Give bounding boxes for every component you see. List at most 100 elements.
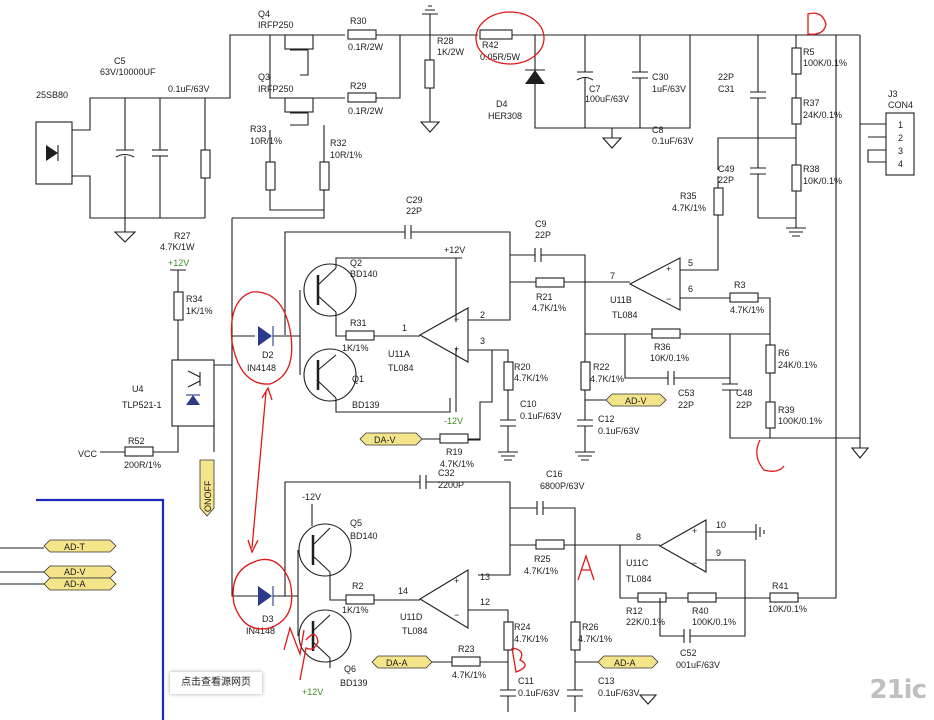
net-minus12-b: -12V [302, 492, 321, 502]
r25-value: 4.7K/1% [524, 566, 558, 576]
red-annotations: A B NP [230, 11, 827, 681]
r39-ref: R39 [778, 405, 795, 415]
r24-value: 4.7K/1% [514, 634, 548, 644]
q1-part: BD139 [352, 400, 380, 410]
r2-value: 1K/1% [342, 605, 369, 615]
port-ad-a[interactable]: AD-A [64, 579, 86, 589]
r6-ref: R6 [778, 348, 790, 358]
q3-part: IRFP250 [258, 84, 294, 94]
port-on-off[interactable]: ONOFF [203, 480, 213, 512]
u11a-opamp: − + U11A TL084 1 2 3 [388, 307, 485, 373]
c9-value: 22P [535, 230, 551, 240]
r33-value: 10R/1% [250, 136, 282, 146]
d2-ref: D2 [262, 350, 274, 360]
port-ad-a-right[interactable]: AD-A [614, 658, 636, 668]
r28-value: 1K/2W [437, 47, 465, 57]
c5-value: 63V/10000UF [100, 67, 156, 77]
d4-part: HER308 [488, 111, 522, 121]
u11d-part: TL084 [402, 626, 428, 636]
u11c-pin-inn: 9 [716, 548, 721, 558]
c49-ref: C49 [718, 164, 735, 174]
c7-ref: C7 [589, 84, 601, 94]
u4-ref: U4 [132, 384, 144, 394]
q2-ref: Q2 [350, 258, 362, 268]
r34-ref: R34 [186, 294, 203, 304]
view-source-button[interactable]: 点击查看源网页 [170, 672, 262, 694]
u4-optocoupler: U4 TLP521-1 [122, 359, 215, 427]
r40-value: 100K/0.1% [692, 617, 736, 627]
q4-part: IRFP250 [258, 20, 294, 30]
u11b-part: TL084 [612, 310, 638, 320]
r32-ref: R32 [330, 138, 347, 148]
c30-value: 1uF/63V [652, 84, 686, 94]
r6-value: 24K/0.1% [778, 360, 817, 370]
r12-ref: R12 [626, 606, 643, 616]
r19-ref: R19 [446, 447, 463, 457]
c32-ref: C32 [438, 468, 455, 478]
port-da-v[interactable]: DA-V [374, 435, 396, 445]
r38-ref: R38 [803, 164, 820, 174]
j3-connector: J3 CON4 1 2 3 4 [885, 89, 915, 176]
j3-pin-1: 1 [898, 120, 903, 130]
net-plus12-b: +12V [168, 258, 189, 268]
d3-part: IN4148 [246, 626, 275, 636]
c-top-value: 0.1uF/63V [168, 84, 210, 94]
r28-ref: R28 [437, 36, 454, 46]
r27-value: 4.7K/1W [160, 242, 195, 252]
c30-ref: C30 [652, 72, 669, 82]
u11a-part: TL084 [388, 363, 414, 373]
bridge-label: 25SB80 [36, 90, 68, 100]
port-da-a[interactable]: DA-A [386, 658, 408, 668]
r40-ref: R40 [692, 606, 709, 616]
c9-ref: C9 [535, 219, 547, 229]
u11d-inp-sign: + [454, 576, 459, 586]
c11-ref: C11 [518, 676, 534, 686]
r26-value: 4.7K/1% [578, 634, 612, 644]
port-ad-t[interactable]: AD-T [64, 542, 85, 552]
port-ad-v-mid[interactable]: AD-V [625, 396, 647, 406]
d2-diode: D2 IN4148 [247, 326, 276, 373]
port-ad-v[interactable]: AD-V [64, 567, 86, 577]
u11d-inn-sign: − [454, 610, 459, 620]
r21-value: 4.7K/1% [532, 303, 566, 313]
r38-value: 10K/0.1% [803, 176, 842, 186]
q2-transistor: Q2 BD140 [303, 258, 378, 317]
u11d-ref: U11D [400, 612, 423, 622]
u11b-opamp: + − U11B TL084 7 5 6 [610, 257, 693, 320]
q1-transistor: Q1 BD139 [303, 348, 380, 410]
j3-pin-3: 3 [898, 146, 903, 156]
r39-value: 100K/0.1% [778, 416, 822, 426]
u11d-pin-out: 14 [398, 586, 408, 596]
j3-ref: J3 [888, 89, 898, 99]
r52-ref: R52 [128, 436, 145, 446]
c52-value: 001uF/63V [676, 660, 720, 670]
j3-pin-2: 2 [898, 133, 903, 143]
c7-value: 100uF/63V [585, 94, 629, 104]
c8-value: 0.1uF/63V [652, 136, 694, 146]
r42-value: 0.05R/5W [480, 52, 521, 62]
q5-transistor: Q5 BD140 [298, 518, 378, 577]
r31-ref: R31 [350, 318, 367, 328]
u11b-pin-inn: 6 [688, 284, 693, 294]
r27-ref: R27 [174, 231, 191, 241]
u11b-inp-sign: + [666, 264, 671, 274]
c29-ref: C29 [406, 195, 423, 205]
r36-ref: R36 [654, 342, 671, 352]
r23-value: 4.7K/1% [452, 670, 486, 680]
r37-ref: R37 [803, 98, 820, 108]
c11-value: 0.1uF/63V [518, 688, 560, 698]
c49-value: 22P [718, 175, 734, 185]
r3-ref: R3 [734, 280, 746, 290]
q5-ref: Q5 [350, 518, 362, 528]
c16-value: 6800P/63V [540, 481, 585, 491]
q3-ref: Q3 [258, 72, 270, 82]
d2-part: IN4148 [247, 363, 276, 373]
r19-value: 4.7K/1% [440, 459, 474, 469]
mark-b: B [512, 675, 513, 677]
r20-ref: R20 [514, 362, 531, 372]
r34-value: 1K/1% [186, 306, 213, 316]
q3-mosfet: Q3 IRFP250 [258, 72, 314, 114]
r22-value: 4.7K/1% [590, 374, 624, 384]
